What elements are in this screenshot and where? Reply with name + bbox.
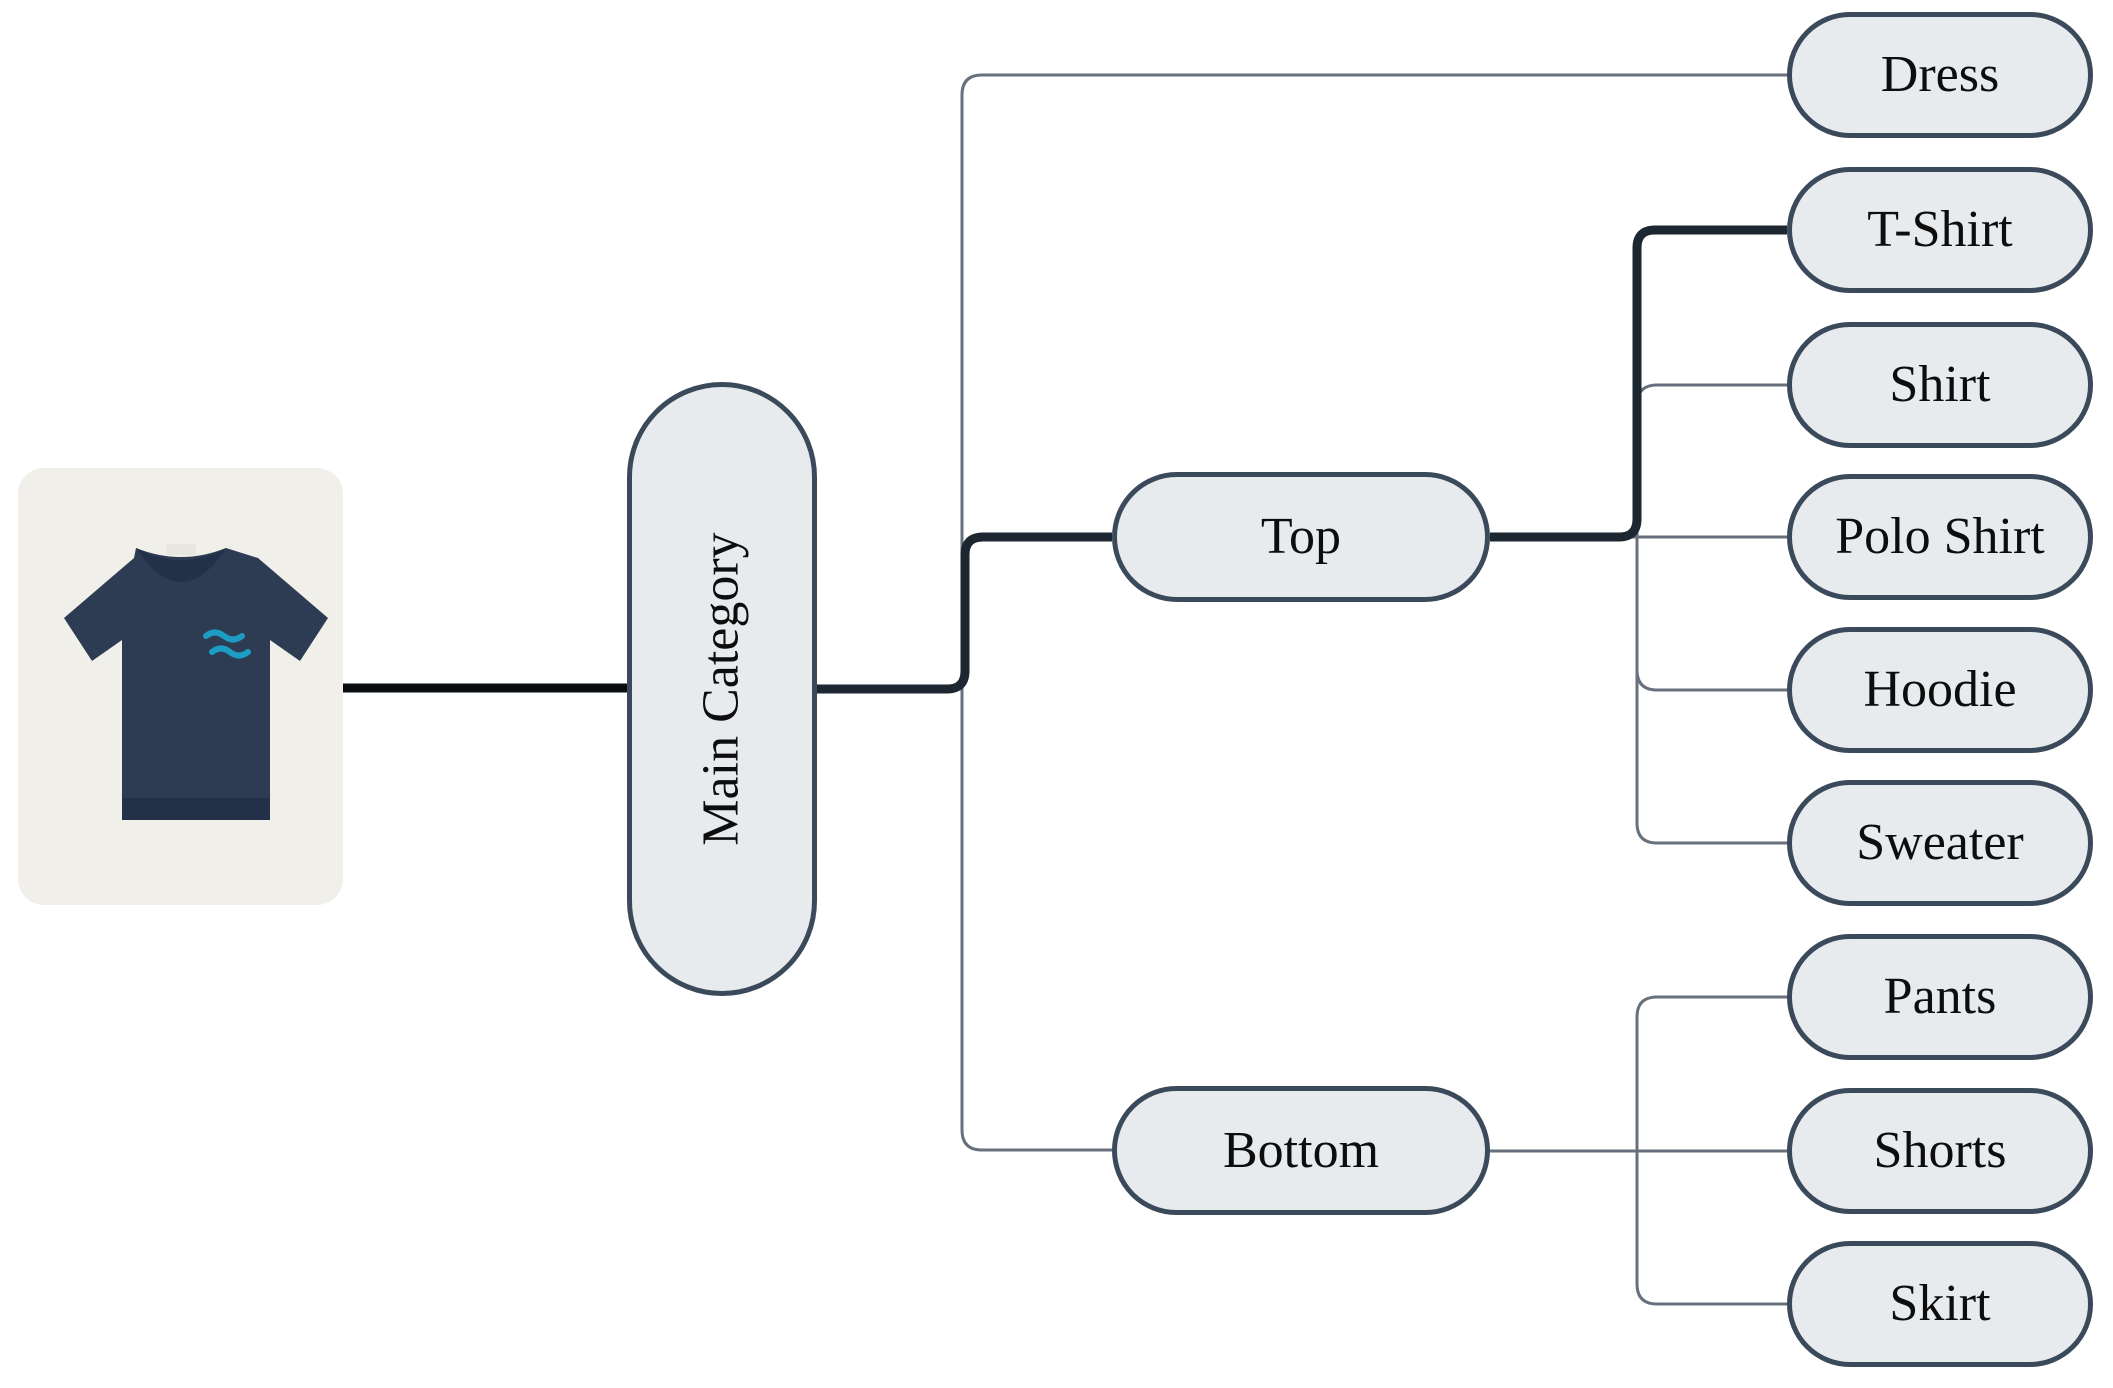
node-tshirt: T-Shirt	[1787, 167, 2093, 293]
edge-to-shirt	[1635, 383, 1787, 406]
node-top: Top	[1112, 472, 1490, 602]
node-skirt: Skirt	[1787, 1241, 2093, 1367]
node-hoodie: Hoodie	[1787, 627, 2093, 753]
node-shorts: Shorts	[1787, 1088, 2093, 1214]
node-dress: Dress	[1787, 12, 2093, 138]
node-polo-shirt: Polo Shirt	[1787, 474, 2093, 600]
node-sweater-label: Sweater	[1856, 814, 2024, 871]
node-bottom-label: Bottom	[1222, 1121, 1380, 1179]
node-main-category-label: Main Category	[693, 532, 750, 846]
edge-main-to-top-highlight	[817, 532, 1112, 694]
node-shirt-label: Shirt	[1889, 356, 1991, 413]
edge-to-hoodie	[1635, 669, 1787, 692]
node-skirt-label: Skirt	[1889, 1275, 1991, 1332]
input-image-card	[18, 468, 343, 905]
node-pants: Pants	[1787, 934, 2093, 1060]
node-dress-label: Dress	[1880, 46, 2000, 103]
node-pants-label: Pants	[1883, 968, 1997, 1025]
node-bottom: Bottom	[1112, 1086, 1490, 1215]
node-hoodie-label: Hoodie	[1863, 661, 2017, 718]
tshirt-illustration	[64, 544, 328, 820]
edge-trunk-bottom-children	[1635, 995, 1787, 1306]
node-top-label: Top	[1260, 508, 1342, 565]
node-main-category: Main Category	[627, 382, 817, 996]
edge-trunk-top-children	[1635, 235, 1787, 845]
node-shorts-label: Shorts	[1873, 1122, 2007, 1179]
node-polo-shirt-label: Polo Shirt	[1835, 508, 2045, 565]
edge-trunk-level1	[960, 73, 1787, 1152]
edge-top-to-tshirt-highlight	[1490, 225, 1787, 542]
node-shirt: Shirt	[1787, 322, 2093, 448]
node-tshirt-label: T-Shirt	[1867, 201, 2013, 258]
node-sweater: Sweater	[1787, 780, 2093, 906]
